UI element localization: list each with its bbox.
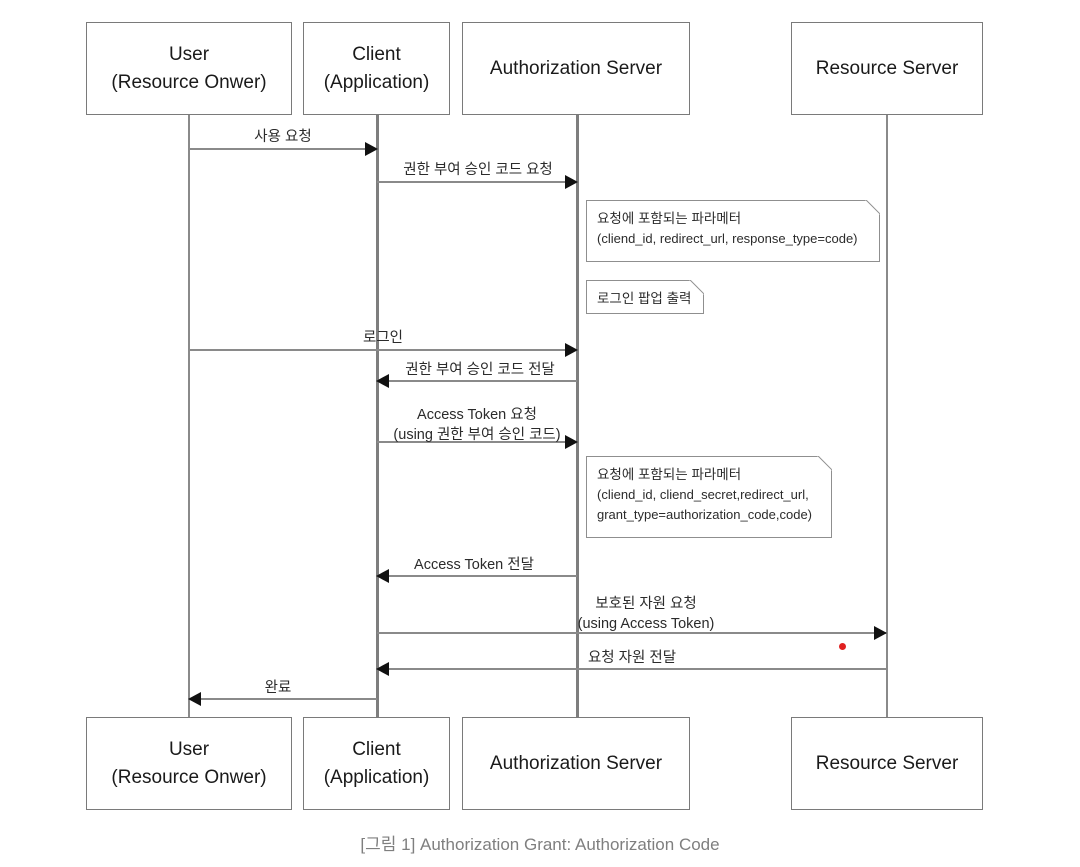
participant-label-line1: User: [168, 43, 210, 65]
message-label-auth-code-request: 권한 부여 승인 코드 요청: [403, 162, 553, 178]
participant-label-line2: (Application): [323, 766, 430, 788]
arrowhead-left-icon: [376, 374, 389, 388]
message-line-auth-code-delivery: [376, 374, 577, 388]
message-line-access-token-delivery: [376, 569, 577, 583]
message-label-usage-request: 사용 요청: [254, 129, 312, 145]
lifeline-resource-server: [886, 115, 888, 717]
arrowhead-right-icon: [365, 142, 378, 156]
arrowhead-right-icon: [565, 175, 578, 189]
participant-box-client-bottom: Client (Application): [303, 717, 450, 810]
participant-box-resource-server-bottom: Resource Server: [791, 717, 983, 810]
note-line-3: grant_type=authorization_code,code): [597, 506, 813, 522]
message-line-auth-code-request: [377, 175, 578, 189]
message-line-complete: [188, 692, 377, 706]
message-label-resource-delivery: 요청 자원 전달: [587, 650, 677, 666]
participant-label-line1: Authorization Server: [489, 57, 663, 79]
message-label-access-token-delivery: Access Token 전달: [414, 557, 534, 573]
message-label-login: 로그인: [362, 330, 404, 346]
participant-box-user-bottom: User (Resource Onwer): [86, 717, 292, 810]
participant-label-line1: Resource Server: [815, 752, 959, 774]
lifeline-user: [188, 115, 190, 717]
participant-label-line1: Client: [352, 43, 401, 65]
participant-label-line1: Client: [352, 738, 401, 760]
message-label-complete: 완료: [264, 680, 292, 696]
participant-box-resource-server-top: Resource Server: [791, 22, 983, 115]
message-label-line-1: 보호된 자원 요청: [595, 596, 697, 612]
message-label-line-2: (using Access Token): [577, 615, 715, 632]
message-label-line-1: Access Token 요청: [417, 407, 537, 423]
arrowhead-right-icon: [565, 343, 578, 357]
note-line-1: 요청에 포함되는 파라메터: [597, 211, 742, 226]
message-line-resource-delivery: [376, 662, 886, 676]
participant-label-line1: Authorization Server: [489, 752, 663, 774]
participant-label-line2: (Resource Onwer): [111, 71, 267, 93]
arrowhead-right-icon: [874, 626, 887, 640]
note-fold-line-icon: [864, 200, 880, 216]
message-label-line-2: (using 권한 부여 승인 코드): [393, 426, 561, 443]
message-label-access-token-request: Access Token 요청 (using 권한 부여 승인 코드): [393, 406, 560, 445]
message-line-login: [189, 343, 578, 357]
note-line-1: 로그인 팝업 출력: [597, 291, 692, 306]
arrowhead-left-icon: [376, 569, 389, 583]
red-dot-marker: [839, 643, 846, 650]
arrowhead-left-icon: [376, 662, 389, 676]
participant-box-client-top: Client (Application): [303, 22, 450, 115]
note-fold-line-icon: [816, 456, 832, 472]
note-fold-line-icon: [688, 280, 704, 296]
message-line-access-token-request: [377, 435, 578, 449]
message-line-usage-request: [189, 142, 378, 156]
arrowhead-left-icon: [188, 692, 201, 706]
note-line-2: (cliend_id, cliend_secret,redirect_url,: [597, 487, 809, 503]
figure-caption: [그림 1] Authorization Grant: Authorizatio…: [360, 835, 720, 854]
note-line-1: 요청에 포함되는 파라메터: [597, 467, 742, 482]
participant-label-line1: User: [168, 738, 210, 760]
message-label-auth-code-delivery: 권한 부여 승인 코드 전달: [405, 362, 555, 378]
message-label-protected-resource-request: 보호된 자원 요청 (using Access Token): [578, 595, 715, 634]
note-line-2: (cliend_id, redirect_url, response_type=…: [597, 231, 858, 247]
participant-box-authorization-server-top: Authorization Server: [462, 22, 690, 115]
participant-label-line2: (Resource Onwer): [111, 766, 267, 788]
message-line-protected-resource-request: [377, 626, 887, 640]
note-request-parameters-1: 요청에 포함되는 파라메터 (cliend_id, redirect_url, …: [586, 200, 880, 262]
participant-label-line1: Resource Server: [815, 57, 959, 79]
lifeline-authorization-server: [576, 115, 579, 717]
arrowhead-right-icon: [565, 435, 578, 449]
note-login-popup: 로그인 팝업 출력: [586, 280, 704, 314]
participant-box-authorization-server-bottom: Authorization Server: [462, 717, 690, 810]
note-request-parameters-2: 요청에 포함되는 파라메터 (cliend_id, cliend_secret,…: [586, 456, 832, 538]
participant-label-line2: (Application): [323, 71, 430, 93]
participant-box-user-top: User (Resource Onwer): [86, 22, 292, 115]
lifeline-client: [376, 115, 379, 717]
